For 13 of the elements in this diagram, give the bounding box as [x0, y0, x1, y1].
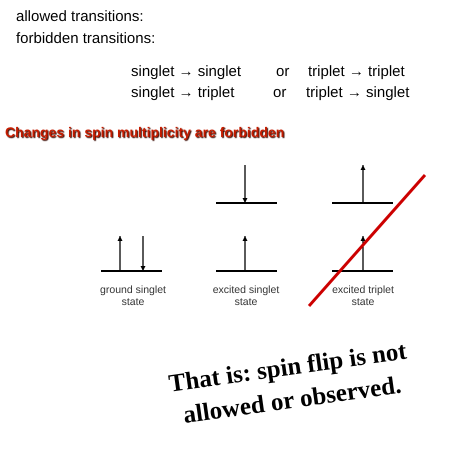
state-caption: ground singlet state	[99, 285, 167, 308]
state-caption: excited triplet state	[331, 285, 395, 308]
rotated-note: That is: spin flip is not allowed or observed.	[166, 336, 410, 430]
transition-text: forbidden transitions:	[16, 31, 156, 48]
transition-text: triplet → singlet	[306, 85, 410, 102]
transition-text: triplet → triplet	[308, 64, 405, 80]
warning-heading: Changes in spin multiplicity are forbidden	[5, 125, 284, 140]
transition-text: singlet → singlet	[131, 64, 242, 80]
transition-text: or	[276, 64, 290, 80]
transition-text: or	[273, 85, 286, 102]
transition-text: singlet → triplet	[131, 85, 234, 102]
state-caption: excited singlet state	[212, 285, 280, 308]
transition-text: allowed transitions:	[16, 9, 144, 26]
